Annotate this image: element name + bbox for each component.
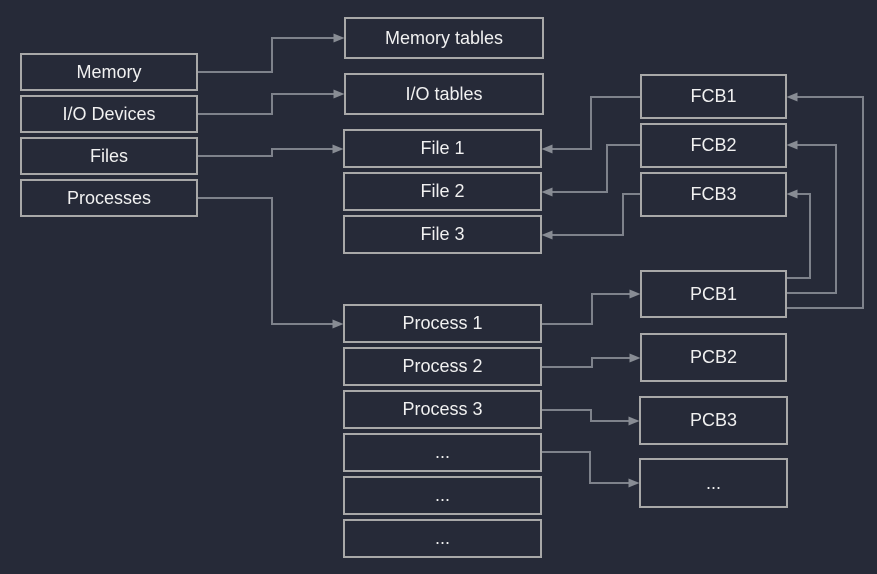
connector-memory-to-memory-tables	[198, 33, 345, 73]
file-row-1-label: File 1	[420, 138, 465, 158]
file-row-1: File 1	[343, 129, 542, 168]
process-row-2-label: Process 2	[402, 356, 483, 376]
file-row-2-label: File 2	[420, 181, 465, 201]
process-row-2: Process 2	[343, 347, 542, 386]
system-row-memory-label: Memory	[76, 61, 142, 82]
system-tables: Memory I/O Devices Files Processes	[20, 53, 198, 217]
connector-process2-to-pcb2	[542, 353, 641, 368]
file-table: File 1 File 2 File 3	[343, 129, 542, 254]
fcb-row-1: FCB1	[640, 74, 787, 119]
process-table: Process 1 Process 2 Process 3 ... ... ..…	[343, 304, 542, 558]
connector-process3-to-pcb3	[542, 409, 640, 426]
file-row-3-label: File 3	[420, 224, 465, 244]
process-row-5: ...	[343, 476, 542, 515]
file-row-2: File 2	[343, 172, 542, 211]
system-row-processes-label: Processes	[66, 187, 152, 208]
connector-pcb1-to-fcb1	[786, 92, 864, 309]
connector-pcb1-to-fcb2	[786, 140, 837, 294]
io-tables-label: I/O tables	[405, 83, 483, 104]
fcb-row-3: FCB3	[640, 172, 787, 217]
process-row-1-label: Process 1	[402, 313, 483, 333]
pcb-ellipsis-label: ...	[705, 472, 721, 493]
process-row-6: ...	[343, 519, 542, 558]
pcb2-label: PCB2	[689, 347, 738, 367]
system-row-processes: Processes	[20, 179, 198, 217]
process-row-4-label: ...	[434, 442, 450, 462]
system-row-io-devices: I/O Devices	[20, 95, 198, 133]
file-row-3: File 3	[343, 215, 542, 254]
memory-tables-box: Memory tables	[344, 17, 544, 59]
pcb2-box: PCB2	[640, 333, 787, 382]
connector-processes-to-process1	[198, 197, 344, 329]
connector-io-devices-to-io-tables	[198, 89, 345, 115]
pcb-ellipsis-box: ...	[639, 458, 788, 508]
pcb3-label: PCB3	[689, 410, 738, 430]
process-row-3: Process 3	[343, 390, 542, 429]
fcb-table: FCB1 FCB2 FCB3	[640, 74, 787, 217]
fcb-row-3-label: FCB3	[690, 184, 737, 204]
process-row-1: Process 1	[343, 304, 542, 343]
process-row-4: ...	[343, 433, 542, 472]
process-row-6-label: ...	[434, 528, 450, 548]
pcb1-box: PCB1	[640, 270, 787, 318]
system-row-files-label: Files	[89, 145, 128, 166]
system-row-memory: Memory	[20, 53, 198, 91]
fcb-row-1-label: FCB1	[690, 86, 737, 106]
system-row-io-devices-label: I/O Devices	[62, 103, 156, 124]
process-row-3-label: Process 3	[402, 399, 483, 419]
connector-files-to-file1	[198, 144, 344, 157]
connector-fcb2-to-file2	[541, 144, 640, 197]
connector-fcb3-to-file3	[541, 193, 640, 240]
fcb-row-2: FCB2	[640, 123, 787, 168]
io-tables-box: I/O tables	[344, 73, 544, 115]
pcb1-label: PCB1	[689, 283, 738, 304]
fcb-row-2-label: FCB2	[690, 135, 737, 155]
process-row-5-label: ...	[434, 485, 450, 505]
connector-pcb1-to-fcb3	[786, 189, 811, 279]
connector-fcb1-to-file1	[541, 96, 640, 154]
system-row-files: Files	[20, 137, 198, 175]
memory-tables-label: Memory tables	[384, 27, 504, 48]
connector-process4-to-pcb4	[542, 451, 640, 488]
pcb3-box: PCB3	[639, 396, 788, 445]
connector-process1-to-pcb1	[542, 289, 641, 325]
